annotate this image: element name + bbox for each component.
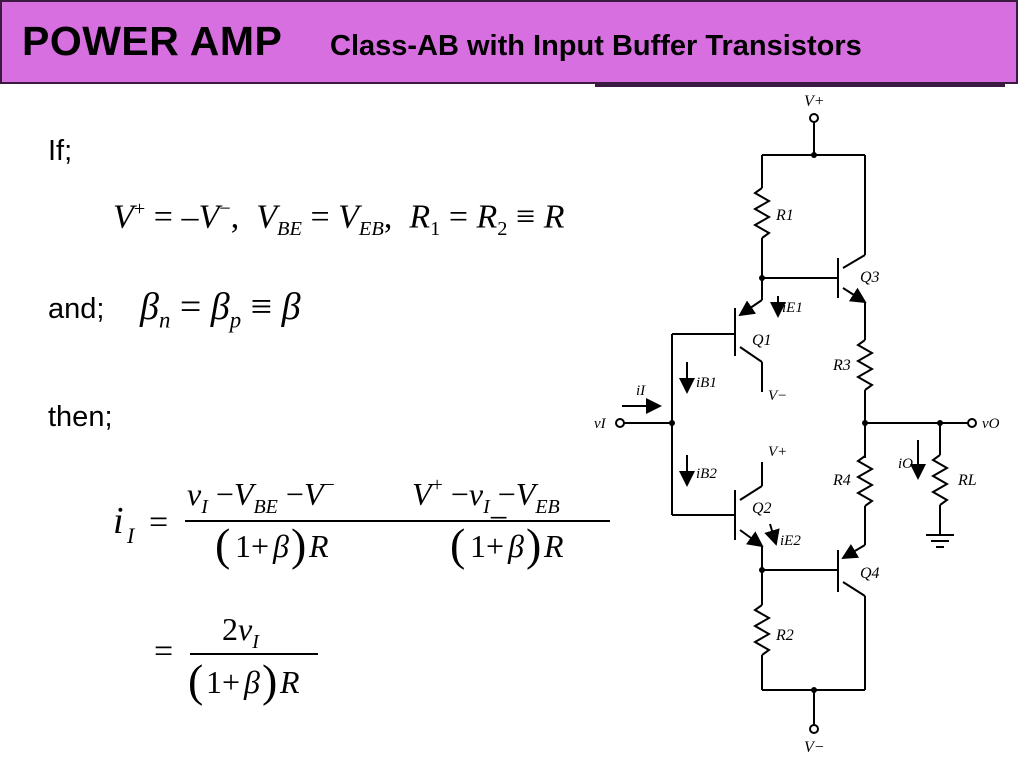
simplified-equation: = 2vI ( 1+ β ) R: [154, 611, 318, 706]
svg-text:−: −: [489, 500, 508, 537]
ii-label: iI: [636, 383, 646, 399]
title-banner: [0, 0, 1018, 84]
ie1-label: iE1: [782, 300, 803, 316]
q2-label: Q2: [752, 500, 772, 517]
current-equation: i I = vI −VBE −V− ( 1+ β ) R −: [113, 474, 610, 570]
r4-label: R4: [832, 472, 851, 489]
svg-text:β: β: [272, 528, 289, 564]
vminus-bottom-label: V−: [804, 739, 825, 756]
svg-text:I: I: [126, 523, 136, 548]
svg-text:β: β: [243, 664, 260, 700]
circuit-schematic: V+ V− R1 R2 R3 R4 RL Q1 Q2 Q3 Q4 iE1 iE2…: [594, 93, 1000, 756]
svg-text:): ): [526, 519, 541, 570]
svg-text:=: =: [149, 504, 168, 541]
current-equation-second-fraction: V+ −vI −VEB ( 1+ β ) R: [412, 474, 610, 570]
vplus-top-label: V+: [804, 93, 825, 110]
beta-equation: βn = βp ≡ β: [140, 286, 301, 333]
svg-text:(: (: [450, 519, 465, 570]
q1-collector-label: V−: [768, 388, 787, 404]
ib2-label: iB2: [696, 466, 717, 482]
r1-label: R1: [775, 207, 794, 224]
ie2-label: iE2: [780, 533, 801, 549]
svg-text:vI −VBE −V−: vI −VBE −V−: [187, 474, 335, 518]
r3-label: R3: [832, 357, 851, 374]
svg-text:1+: 1+: [470, 528, 504, 564]
slide-title: POWER AMP: [22, 18, 283, 64]
slide-subtitle: Class-AB with Input Buffer Transistors: [330, 30, 862, 62]
vo-label: vO: [982, 416, 1000, 432]
svg-text:): ): [291, 519, 306, 570]
svg-text:1+: 1+: [235, 528, 269, 564]
rl-label: RL: [957, 472, 977, 489]
and-label: and;: [48, 293, 105, 325]
svg-text:R: R: [308, 528, 329, 564]
svg-text:R: R: [279, 664, 300, 700]
svg-text:=: =: [154, 633, 173, 670]
svg-text:): ): [262, 655, 277, 706]
io-label: iO: [898, 456, 913, 472]
svg-text:(: (: [188, 655, 203, 706]
q3-label: Q3: [860, 269, 880, 286]
ib1-label: iB1: [696, 375, 717, 391]
q1-label: Q1: [752, 332, 772, 349]
q2-collector-label: V+: [768, 444, 787, 460]
svg-text:2vI: 2vI: [222, 611, 260, 653]
svg-text:β: β: [507, 528, 524, 564]
banner-underline: [595, 84, 1005, 87]
svg-text:1+: 1+: [206, 664, 240, 700]
svg-text:V+ −vI −VEB: V+ −vI −VEB: [412, 474, 560, 518]
svg-text:i: i: [113, 500, 124, 542]
then-label: then;: [48, 401, 113, 433]
r2-label: R2: [775, 627, 794, 644]
vi-label: vI: [594, 416, 607, 432]
if-label: If;: [48, 135, 73, 167]
svg-text:(: (: [215, 519, 230, 570]
svg-text:R: R: [543, 528, 564, 564]
q4-label: Q4: [860, 565, 880, 582]
condition-equation: V+ = –V−, VBE = VEB, R1 = R2 ≡ R: [113, 198, 565, 241]
